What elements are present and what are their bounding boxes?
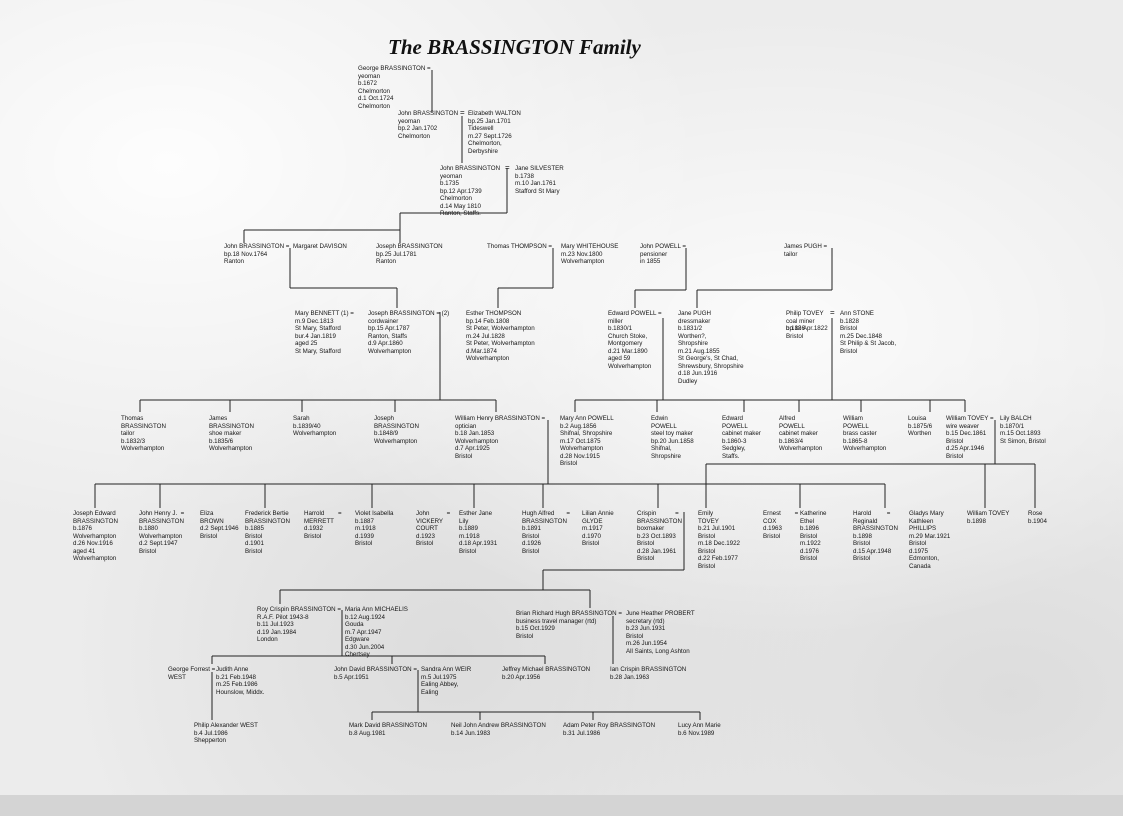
person-joseph-brassington-child: Joseph BRASSINGTON b.1848/9 Wolverhampto… [374, 415, 419, 445]
person-roy-crispin-brassington: Roy Crispin BRASSINGTON = R.A.F. Pilot 1… [257, 606, 341, 643]
person-mary-whitehouse: Mary WHITEHOUSE m.23 Nov.1800 Wolverhamp… [561, 243, 619, 265]
person-thomas-brassington: Thomas BRASSINGTON tailor b.1832/3 Wolve… [121, 415, 166, 452]
person-jeffrey-michael-brassington: Jeffrey Michael BRASSINGTON b.20 Apr.195… [502, 666, 591, 681]
marriage-sign: = [505, 163, 510, 172]
person-crispin-brassington: Crispin = BRASSINGTON boxmaker b.23 Oct.… [637, 510, 682, 562]
person-sarah: Sarah b.1839/40 Wolverhampton [293, 415, 337, 437]
person-lucy-ann-marie: Lucy Ann Marie b.6 Nov.1989 [678, 722, 721, 737]
person-james-pugh: James PUGH = tailor [784, 243, 828, 258]
person-rose: Rose b.1904 [1028, 510, 1047, 525]
person-esther-jane-lily: Esther Jane Lily b.1889 m.1918 d.18 Apr.… [459, 510, 498, 555]
marriage-sign: = [830, 308, 835, 317]
person-george-brassington: George BRASSINGTON = yeoman b.1672 Chelm… [358, 65, 431, 110]
person-william-tovey-jr: William TOVEY b.1898 [967, 510, 1010, 525]
person-alfred-powell: Alfred POWELL cabinet maker b.1863/4 Wol… [779, 415, 823, 452]
person-june-heather-probert: June Heather PROBERT secretary (rtd) b.2… [626, 610, 695, 655]
person-frederick-bertie-brassington: Frederick Bertie BRASSINGTON b.1885 Bris… [245, 510, 290, 555]
person-thomas-thompson: Thomas THOMPSON = [487, 243, 553, 250]
person-edward-powell-child: Edward POWELL cabinet maker b.1860-3 Sed… [722, 415, 761, 460]
scanner-edge [0, 795, 1123, 816]
person-joseph-brassington-1787: Joseph BRASSINGTON = (2) cordwainer bp.1… [368, 310, 450, 355]
person-mary-bennett: Mary BENNETT (1) = m.9 Dec.1813 St Mary,… [295, 310, 354, 355]
person-margaret-davison: Margaret DAVISON [293, 243, 347, 250]
person-ernest-cox: Ernest = COX d.1963 Bristol [763, 510, 799, 540]
person-joseph-brassington-1781: Joseph BRASSINGTON bp.25 Jul.1781 Ranton [376, 243, 443, 265]
person-edwin-powell: Edwin POWELL steel toy maker bp.20 Jun.1… [651, 415, 694, 460]
person-edward-powell-1830: Edward POWELL = miller b.1830/1 Church S… [608, 310, 662, 370]
person-jane-pugh: Jane PUGH dressmaker b.1831/2 Worthen?, … [678, 310, 744, 385]
person-william-powell: William POWELL brass caster b.1865-8 Wol… [843, 415, 887, 452]
marriage-sign: = [460, 108, 465, 117]
person-esther-thompson: Esther THOMPSON bp.14 Feb.1808 St Peter,… [466, 310, 535, 362]
person-lilian-annie-glyde: Lilian Annie GLYDE m.1917 d.1970 Bristol [582, 510, 614, 547]
person-jane-silvester: Jane SILVESTER b.1738 m.10 Jan.1761 Staf… [515, 165, 564, 195]
person-philip-alexander-west: Philip Alexander WEST b.4 Jul.1986 Shepp… [194, 722, 258, 744]
person-neil-john-andrew-brassington: Neil John Andrew BRASSINGTON b.14 Jun.19… [451, 722, 546, 737]
person-katherine-ethel: Katherine Ethel b.1896 Bristol m.1922 d.… [800, 510, 827, 562]
person-mary-ann-powell: Mary Ann POWELL b.2 Aug.1856 Shifnal, Sh… [560, 415, 614, 467]
person-john-powell: John POWELL = pensioner in 1855 [640, 243, 687, 265]
person-john-vickery-court: John = VICKERY COURT d.1923 Bristol [416, 510, 451, 547]
person-george-forrest-west: George Forrest = WEST [168, 666, 216, 681]
person-philip-tovey: Philip TOVEY coal miner b.1826 [786, 310, 824, 332]
person-brian-richard-hugh-brassington: Brian Richard Hugh BRASSINGTON = busines… [516, 610, 622, 640]
person-ann-stone: Ann STONE b.1828 Bristol m.25 Dec.1848 S… [840, 310, 897, 355]
person-harold-reginald-brassington: Harold = Reginald BRASSINGTON b.1898 Bri… [853, 510, 898, 562]
person-harrold-merrett: Harrold = MERRETT d.1932 Bristol [304, 510, 342, 540]
person-john-brassington-1764: John BRASSINGTON = bp.18 Nov.1764 Ranton [224, 243, 290, 265]
person-eliza-brown: Eliza BROWN d.2 Sept.1946 Bristol [200, 510, 239, 540]
person-william-henry-brassington: William Henry BRASSINGTON = optician b.1… [455, 415, 546, 460]
person-john-david-brassington: John David BRASSINGTON = b.5 Apr.1951 [334, 666, 417, 681]
person-ian-crispin-brassington: Ian Crispin BRASSINGTON b.28 Jan.1963 [610, 666, 687, 681]
person-mark-david-brassington: Mark David BRASSINGTON b.8 Aug.1981 [349, 722, 427, 737]
person-philip-tovey-baptism: bp.18 Apr.1822 Bristol [786, 325, 828, 340]
person-elizabeth-walton: Elizabeth WALTON bp.25 Jan.1701 Tideswel… [468, 110, 521, 155]
page-title: The BRASSINGTON Family [388, 35, 641, 59]
person-hugh-alfred-brassington: Hugh Alfred = BRASSINGTON b.1891 Bristol… [522, 510, 570, 555]
person-emily-tovey: Emily TOVEY b.21 Jul.1901 Bristol m.18 D… [698, 510, 740, 570]
person-adam-peter-roy-brassington: Adam Peter Roy BRASSINGTON b.31 Jul.1986 [563, 722, 656, 737]
person-sandra-ann-weir: Sandra Ann WEIR m.5 Jul.1975 Ealing Abbe… [421, 666, 472, 696]
person-gladys-mary-phillips: Gladys Mary Kathleen PHILLIPS m.29 Mar.1… [909, 510, 951, 570]
person-judith-anne: Judith Anne b.21 Feb.1948 m.25 Feb.1986 … [216, 666, 265, 696]
person-violet-isabella: Violet Isabella b.1887 m.1918 d.1939 Bri… [355, 510, 394, 547]
person-maria-ann-michaelis: Maria Ann MICHAELIS b.12 Aug.1924 Gouda … [345, 606, 408, 658]
person-louisa: Louisa b.1875/6 Worthen [908, 415, 933, 437]
person-joseph-edward-brassington: Joseph Edward BRASSINGTON b.1876 Wolverh… [73, 510, 118, 562]
person-john-brassington-1735: John BRASSINGTON yeoman b.1735 bp.12 Apr… [440, 165, 501, 217]
person-john-henry-brassington: John Henry J. = BRASSINGTON b.1880 Wolve… [139, 510, 185, 555]
person-john-brassington-1702: John BRASSINGTON yeoman bp.2 Jan.1702 Ch… [398, 110, 459, 140]
person-james-brassington: James BRASSINGTON shoe maker b.1835/6 Wo… [209, 415, 254, 452]
person-william-tovey: William TOVEY = wire weaver b.15 Dec.186… [946, 415, 994, 460]
person-lily-balch: Lily BALCH b.1870/1 m.15 Oct.1893 St Sim… [1000, 415, 1046, 445]
